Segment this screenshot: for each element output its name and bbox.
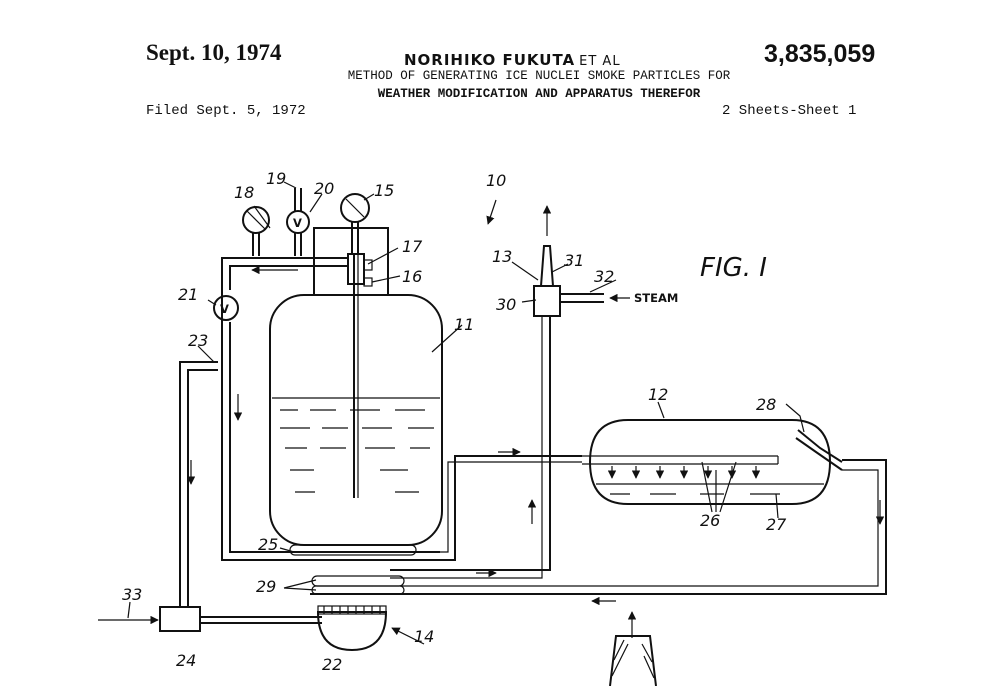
spray-arrows-26 <box>607 466 761 479</box>
ref-13: 13 <box>492 247 512 266</box>
ref-10: 10 <box>486 171 506 190</box>
valve-21: V <box>213 295 239 321</box>
patent-number: 3,835,059 <box>764 40 876 68</box>
header-pipe <box>221 257 440 561</box>
vessel-12 <box>310 419 887 606</box>
ref-14: 14 <box>414 627 434 646</box>
tank-liquid-dashes <box>280 409 434 493</box>
unit-24 <box>98 606 322 632</box>
sheet-info: 2 Sheets-Sheet 1 <box>722 103 857 119</box>
ref-numerals: 10 11 12 13 14 15 16 17 18 19 20 21 22 2… <box>122 169 787 674</box>
gauge-15 <box>340 193 370 254</box>
filed-date: Filed Sept. 5, 1972 <box>146 103 306 119</box>
et-al: ET AL <box>579 54 621 69</box>
leader-lines <box>127 181 805 619</box>
valve-20: V <box>286 188 310 256</box>
ref-11: 11 <box>454 315 474 334</box>
gauge-18 <box>242 206 270 256</box>
ref-22: 22 <box>322 655 342 674</box>
ref-23: 23 <box>188 331 208 350</box>
valve-21-mark: V <box>220 302 229 316</box>
ref-21: 21 <box>178 285 198 304</box>
ref-33: 33 <box>122 585 142 604</box>
ref-28: 28 <box>756 395 776 414</box>
ref-17: 17 <box>402 237 423 256</box>
nozzle-13 <box>533 205 630 317</box>
arrow-10 <box>486 199 497 225</box>
patent-date: Sept. 10, 1974 <box>146 40 282 65</box>
steam-label: STEAM <box>634 291 678 305</box>
title-line-2: WEATHER MODIFICATION AND APPARATUS THERE… <box>377 87 701 101</box>
ref-20: 20 <box>314 179 334 198</box>
title-line-1: METHOD OF GENERATING ICE NUCLEI SMOKE PA… <box>347 69 731 83</box>
ref-19: 19 <box>266 169 286 188</box>
burner-22 <box>316 605 425 652</box>
ref-30: 30 <box>496 295 516 314</box>
ref-12: 12 <box>648 385 668 404</box>
heater-29 <box>311 575 405 595</box>
ref-25: 25 <box>258 535 278 554</box>
ref-27: 27 <box>766 515 787 534</box>
ref-31: 31 <box>564 251 584 270</box>
ref-18: 18 <box>234 183 254 202</box>
ref-24: 24 <box>176 651 196 670</box>
riser-pipe <box>390 316 551 579</box>
ref-29: 29 <box>256 577 276 596</box>
ref-15: 15 <box>374 181 394 200</box>
valve-20-mark: V <box>293 216 302 230</box>
ref-16: 16 <box>402 267 422 286</box>
heater-25 <box>289 544 417 556</box>
figure-label: FIG. I <box>700 253 767 283</box>
ref-32: 32 <box>594 267 614 286</box>
bottom-nozzle <box>609 611 657 686</box>
pipe-23 <box>179 361 218 607</box>
inventor-name-text: NORIHIKO FUKUTA <box>404 51 576 69</box>
supply-pipe <box>440 447 582 561</box>
ref-26: 26 <box>700 511 720 530</box>
